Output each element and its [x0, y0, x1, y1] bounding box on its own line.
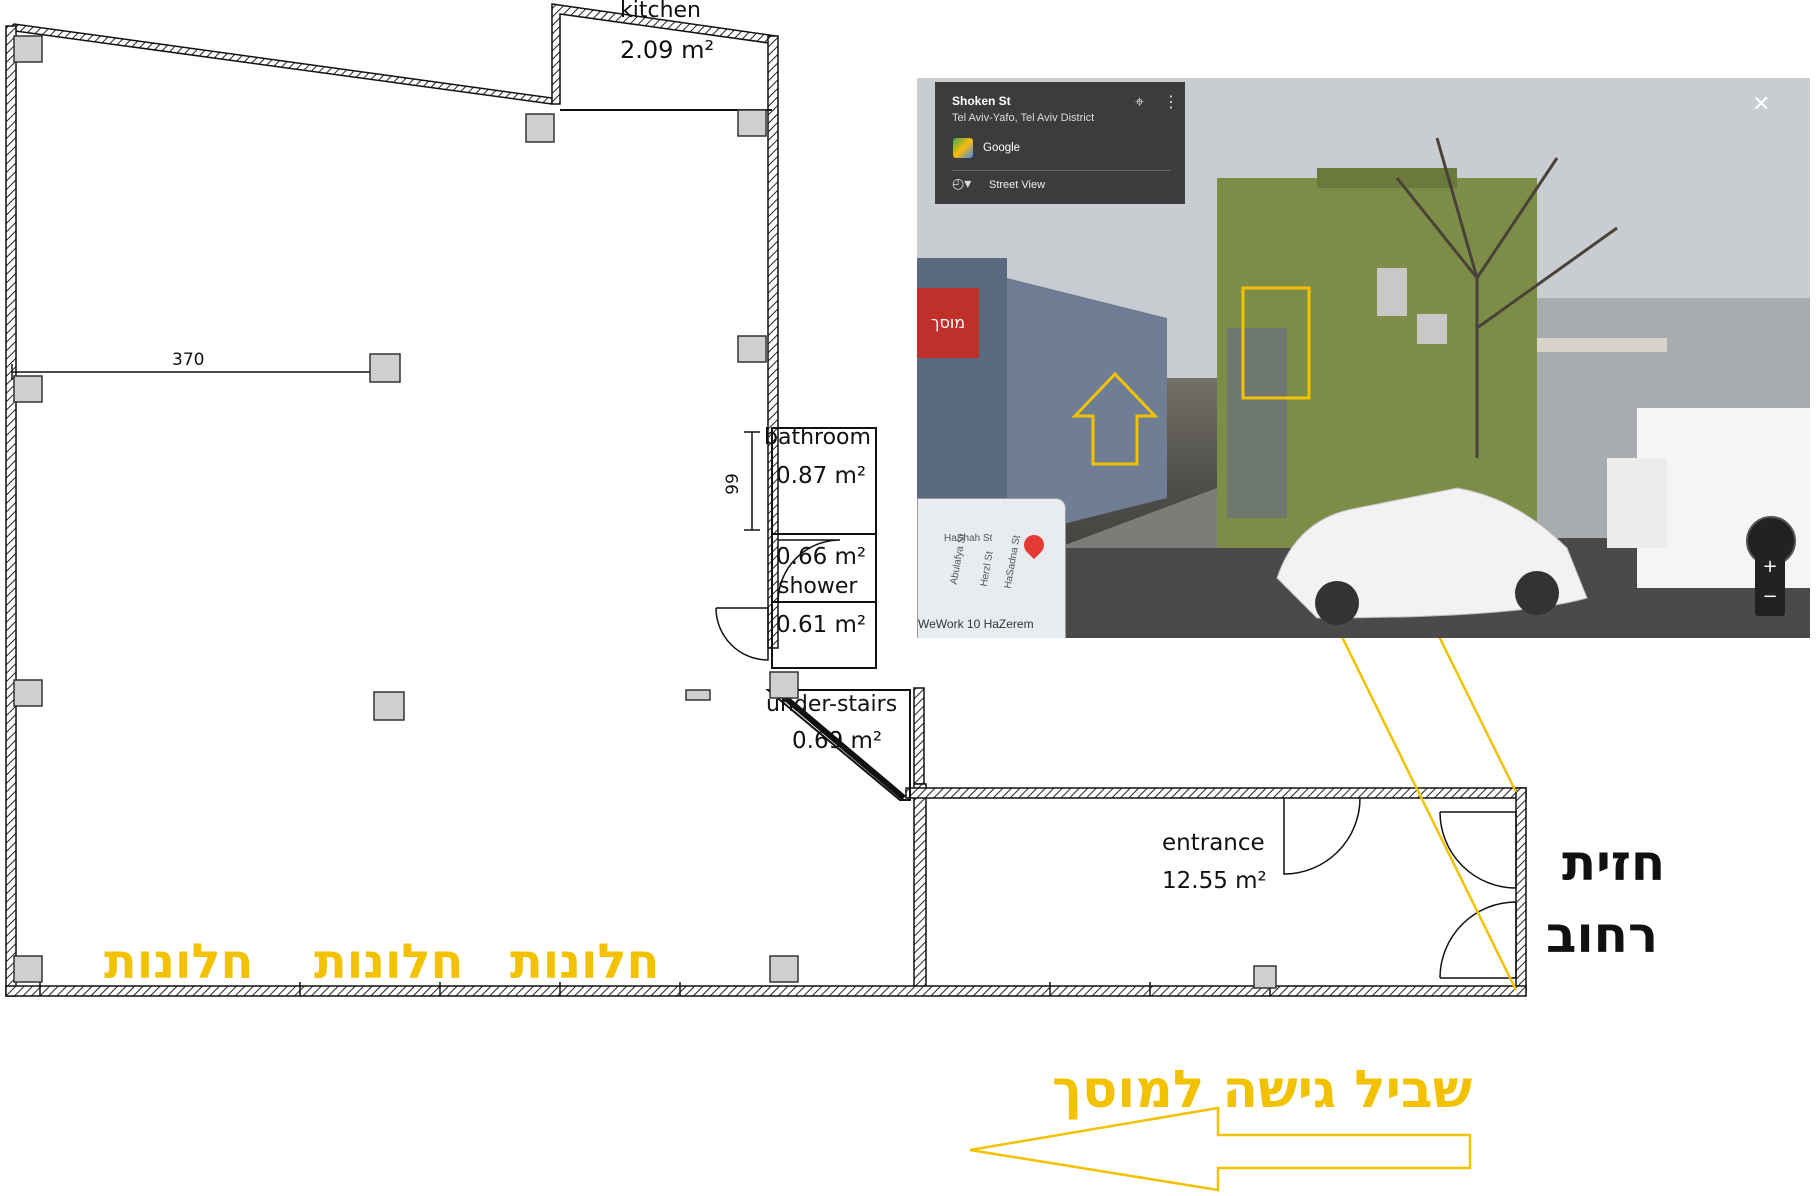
minimap-street-3: Herzl St: [978, 550, 996, 588]
room-area-shower: 0.61 m²: [776, 612, 867, 638]
room-label-entrance: entrance: [1162, 830, 1265, 856]
column-markers: [13, 35, 1277, 989]
zoom-control: + −: [1755, 554, 1785, 616]
windows-label-3: חלונות: [510, 934, 660, 990]
shop-sign: מוסך: [931, 313, 965, 332]
room-area-small: 0.66 m²: [776, 544, 867, 570]
room-area-entrance: 12.55 m²: [1162, 868, 1267, 894]
map-pin-icon: [1019, 530, 1049, 560]
street-front-label-1: חזית: [1562, 834, 1666, 892]
up-arrow-icon: [1071, 371, 1159, 466]
more-options-icon[interactable]: ⋮: [1163, 94, 1179, 111]
pin-icon[interactable]: ⌖: [1135, 94, 1145, 111]
provider-label[interactable]: Google: [983, 142, 1021, 154]
windows-label-2: חלונות: [314, 934, 464, 990]
mini-map[interactable]: HaShah St Abulafya St Herzl St HaSadna S…: [917, 498, 1066, 638]
watermark: ©2015 Google: [1645, 568, 1730, 583]
room-label-shower: shower: [778, 574, 858, 599]
mode-label: Street View: [989, 179, 1046, 191]
location-card: Shoken St Tel Aviv-Yafo, Tel Aviv Distri…: [935, 82, 1185, 204]
doors: [715, 539, 1517, 979]
bathroom-block: [771, 427, 877, 669]
city-name: Tel Aviv-Yafo, Tel Aviv District: [952, 112, 1095, 124]
minimap-street-1: HaShah St: [944, 533, 993, 544]
walls: [5, 3, 1527, 997]
dimension-height-label: 99: [722, 473, 743, 495]
highlight-box: [1241, 286, 1311, 400]
google-maps-icon[interactable]: [953, 138, 973, 158]
under-stairs-wall: [765, 689, 911, 801]
windows-label-1: חלונות: [104, 934, 254, 990]
history-icon[interactable]: ◴▾: [952, 175, 972, 191]
street-name: Shoken St: [952, 94, 1011, 108]
access-arrow-icon: [969, 1106, 1472, 1192]
card-divider: [952, 170, 1171, 171]
zoom-in-button[interactable]: +: [1762, 556, 1778, 577]
street-front-label-2: רחוב: [1546, 906, 1659, 964]
street-view-panel[interactable]: מוסך Shoken St Tel Aviv-Yafo, Tel Aviv D…: [917, 78, 1810, 638]
room-label-bathroom: bathroom: [764, 425, 871, 450]
zoom-out-button[interactable]: −: [1762, 586, 1778, 607]
room-area-under-stairs: 0.69 m²: [792, 728, 883, 754]
dimension-lines: [11, 364, 760, 531]
room-area-kitchen: 2.09 m²: [620, 36, 715, 64]
window-marks: [39, 982, 1271, 996]
room-area-bathroom: 0.87 m²: [776, 463, 867, 489]
minimap-street-4: HaSadna St: [1002, 534, 1023, 590]
dimension-width-label: 370: [172, 350, 205, 370]
access-path-label: שביל גישה למוסך: [1052, 1060, 1473, 1120]
minimap-place-label: WeWork 10 HaZerem: [918, 617, 1034, 631]
close-icon[interactable]: ✕: [1752, 92, 1771, 117]
room-label-under-stairs: under-stairs: [766, 692, 898, 717]
room-label-kitchen: kitchen: [620, 0, 701, 23]
